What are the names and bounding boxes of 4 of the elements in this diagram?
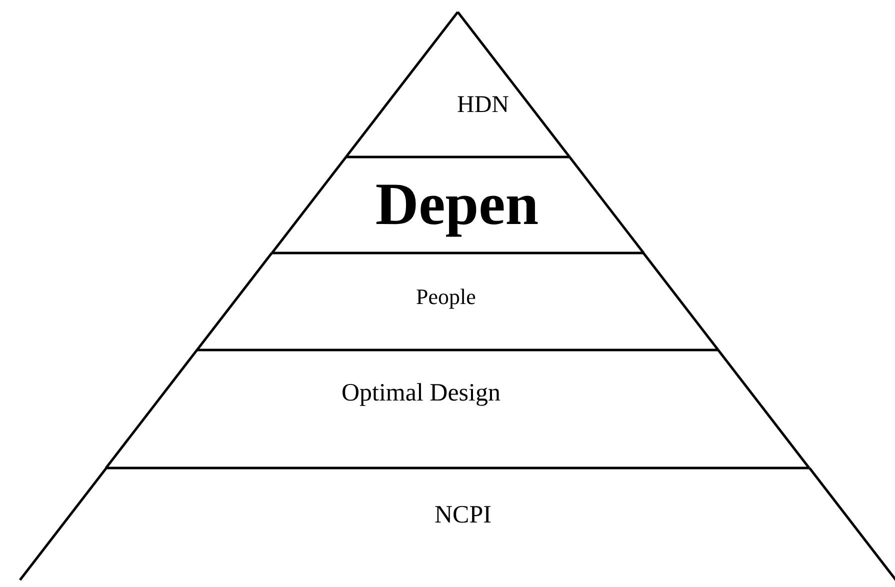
- tier-label: Optimal Design: [341, 380, 500, 406]
- tier-label: People: [416, 286, 476, 308]
- tier-label: HDN: [456, 93, 509, 117]
- tier-label: NCPI: [434, 502, 492, 528]
